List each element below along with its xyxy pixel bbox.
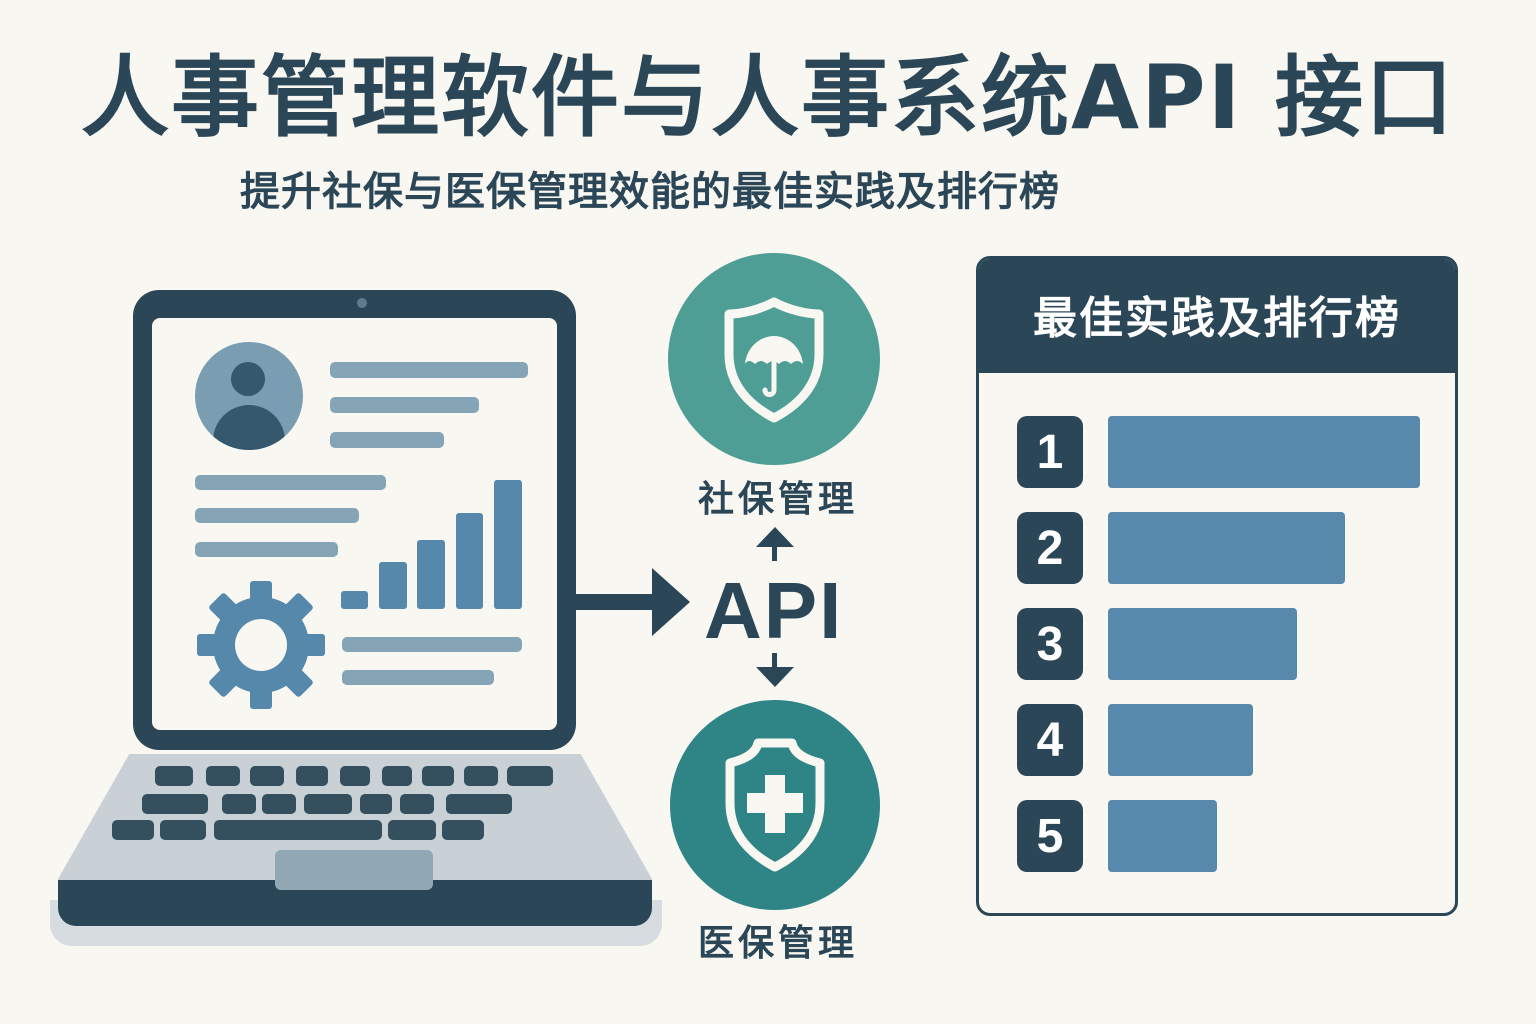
ranking-list: 1 2 3 4 5 [1017,416,1427,872]
arrow-down-icon [756,653,794,689]
gear-icon [196,580,326,710]
ranking-item: 2 [1017,512,1427,584]
rank-bar [1108,512,1345,584]
page-title: 人事管理软件与人事系统API 接口 [81,46,1455,149]
rank-badge: 1 [1017,416,1083,488]
medical-insurance-circle [670,700,880,910]
text-line-placeholder [330,432,444,448]
page-subtitle: 提升社保与医保管理效能的最佳实践及排行榜 [240,169,1060,215]
text-line-placeholder [342,670,494,685]
arrow-right-icon [576,594,658,610]
laptop-screen [152,318,557,730]
ranking-panel: 最佳实践及排行榜 1 2 3 4 5 [976,256,1458,916]
text-line-placeholder [330,362,528,378]
ranking-item: 4 [1017,704,1427,776]
text-line-placeholder [195,508,359,523]
api-label: API [704,566,844,655]
arrow-up-icon [756,527,794,561]
rank-bar [1108,800,1217,872]
social-insurance-circle [668,253,880,465]
text-line-placeholder [330,397,479,413]
laptop-trackpad [275,850,433,890]
shield-medical-cross-icon [725,738,825,872]
arrow-right-head-icon [652,568,690,636]
rank-bar [1108,416,1420,488]
ranking-item: 1 [1017,416,1427,488]
rank-bar [1108,704,1253,776]
rank-badge: 2 [1017,512,1083,584]
rank-badge: 4 [1017,704,1083,776]
text-line-placeholder [342,637,522,652]
text-line-placeholder [195,542,338,557]
ranking-title: 最佳实践及排行榜 [979,259,1455,373]
text-line-placeholder [195,475,386,490]
rank-badge: 3 [1017,608,1083,680]
rank-badge: 5 [1017,800,1083,872]
ranking-item: 5 [1017,800,1427,872]
laptop-camera-icon [357,298,367,308]
medical-insurance-label: 医保管理 [697,923,858,964]
ranking-item: 3 [1017,608,1427,680]
user-avatar-icon [195,342,303,450]
shield-umbrella-icon [724,297,824,423]
social-insurance-label: 社保管理 [697,479,858,520]
rank-bar [1108,608,1297,680]
